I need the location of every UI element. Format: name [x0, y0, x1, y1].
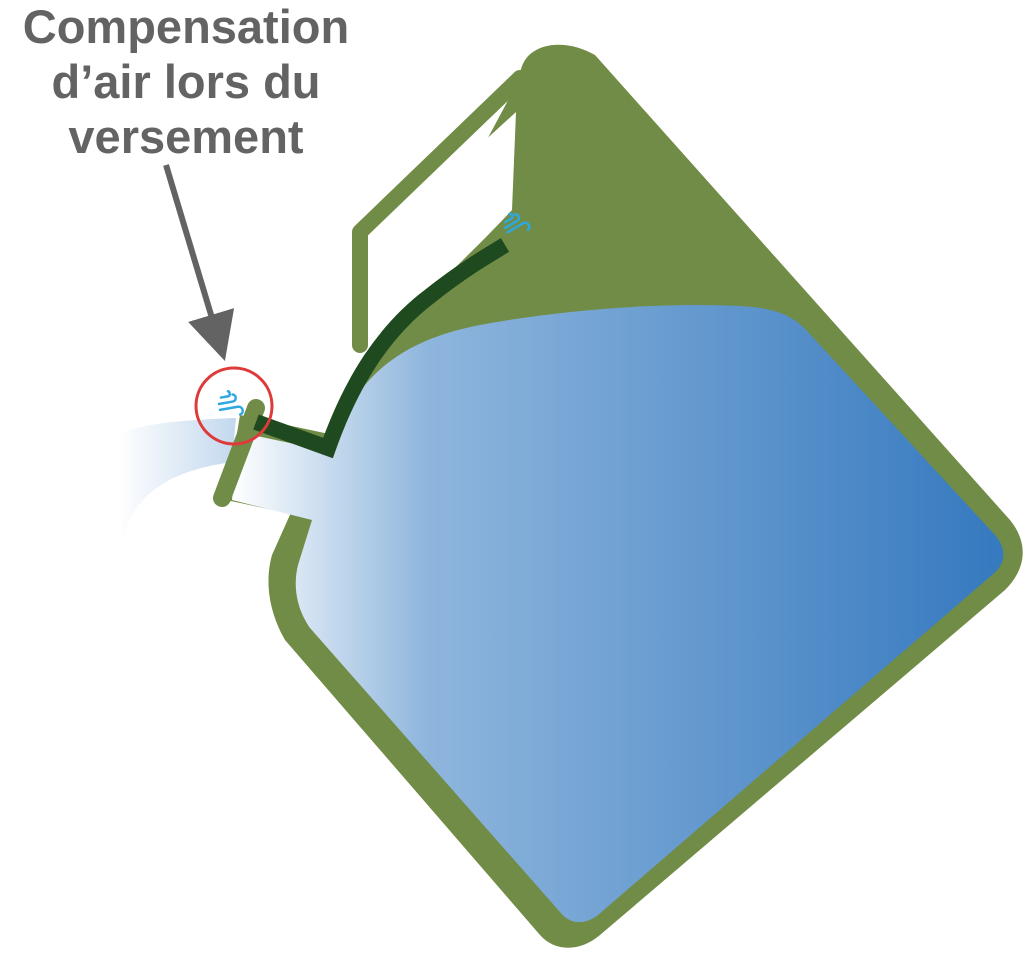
pouring-stream [118, 418, 236, 540]
air-flow-icon [503, 212, 531, 234]
callout-label-line-2: d’air lors du [51, 55, 321, 108]
handle-opening [376, 112, 516, 348]
callout-label-line-1: Compensation [22, 0, 350, 53]
callout-arrow [163, 164, 235, 361]
callout-label-line-3: versement [68, 110, 304, 163]
canister-handle [352, 70, 528, 353]
liquid-fill [232, 304, 1004, 923]
air-hose [253, 238, 510, 459]
air-flow-icon [217, 390, 245, 416]
spout-rim [213, 399, 265, 507]
highlight-circle [194, 366, 274, 446]
